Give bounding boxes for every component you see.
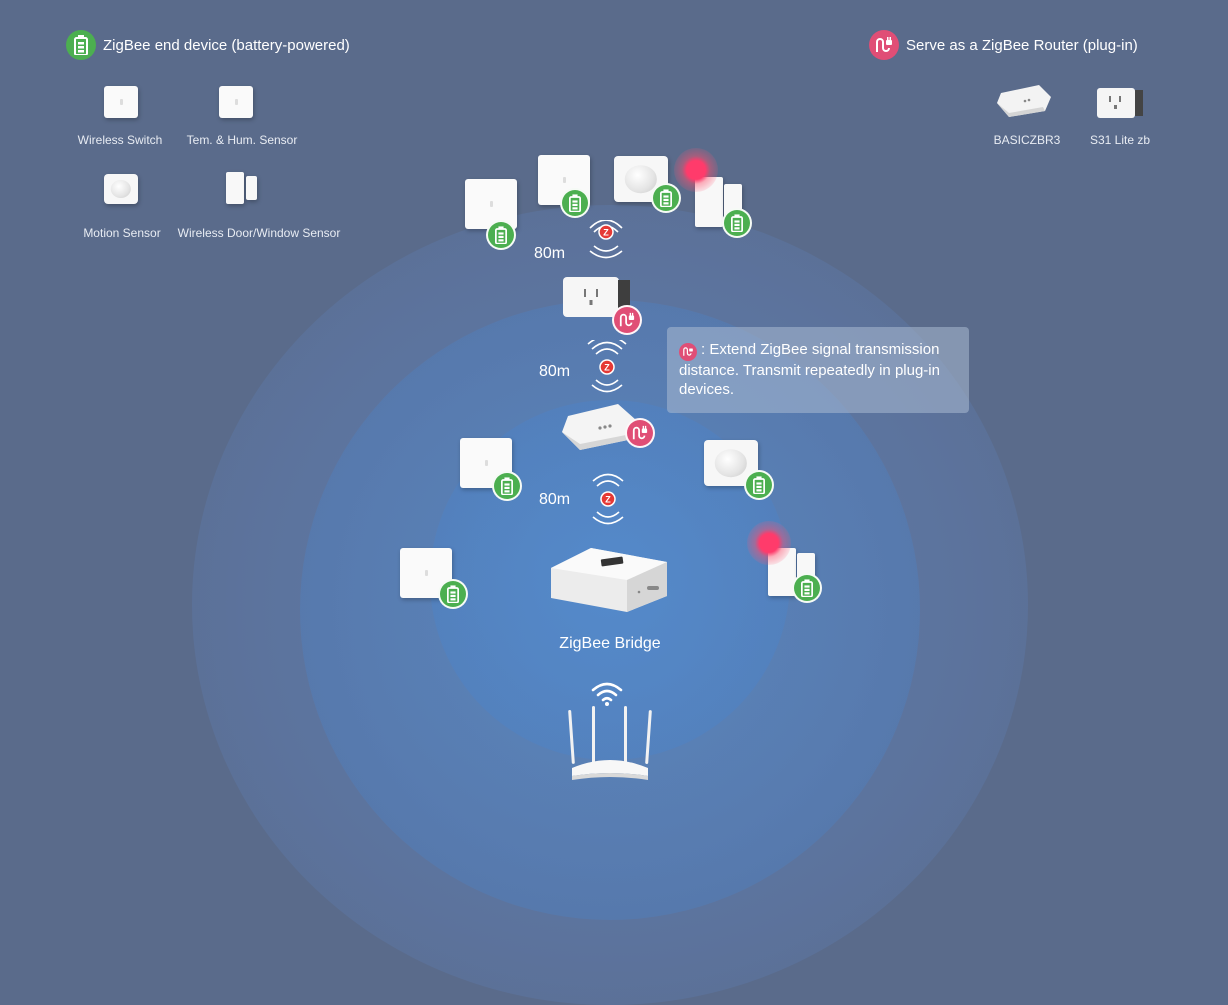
wireless-switch-image xyxy=(104,86,138,118)
router-info-box: : Extend ZigBee signal transmission dist… xyxy=(667,327,969,413)
battery-badge xyxy=(486,220,516,250)
battery-badge xyxy=(792,573,822,603)
zigbee-signal-icon: Z xyxy=(587,340,627,393)
s31-lite-zb-caption: S31 Lite zb xyxy=(1089,133,1151,147)
plug-badge xyxy=(625,418,655,448)
distance-label-3: 80m xyxy=(539,491,571,508)
battery-badge xyxy=(744,470,774,500)
temp-humidity-sensor-caption: Tem. & Hum. Sensor xyxy=(186,133,298,147)
alert-pulse xyxy=(674,148,718,192)
door-sensor-image-main xyxy=(226,172,244,204)
svg-text:Z: Z xyxy=(603,228,609,238)
legend-router: Serve as a ZigBee Router (plug-in) xyxy=(869,30,1138,60)
plug-icon xyxy=(679,342,697,361)
zigbee-bridge xyxy=(549,546,669,614)
svg-text:Z: Z xyxy=(604,363,610,373)
basic-switch xyxy=(560,402,638,452)
zigbee-signal-icon: Z xyxy=(589,220,623,259)
distance-label-2: 80m xyxy=(539,363,571,380)
battery-badge xyxy=(492,471,522,501)
wifi-icon xyxy=(591,682,623,706)
wifi-router xyxy=(568,706,652,780)
battery-badge xyxy=(651,183,681,213)
door-sensor-caption: Wireless Door/Window Sensor xyxy=(177,226,341,240)
wireless-switch-caption: Wireless Switch xyxy=(77,133,163,147)
distance-label-1: 80m xyxy=(534,245,566,262)
battery-badge xyxy=(438,579,468,609)
temp-humidity-sensor-image xyxy=(219,86,253,118)
router-info-text: : Extend ZigBee signal transmission dist… xyxy=(679,341,940,398)
bridge-label: ZigBee Bridge xyxy=(559,635,661,652)
basiczbr3-image xyxy=(995,83,1053,119)
motion-sensor-caption: Motion Sensor xyxy=(83,226,161,240)
battery-badge xyxy=(722,208,752,238)
battery-badge xyxy=(560,188,590,218)
wireless-switch xyxy=(465,179,517,229)
plug-badge xyxy=(612,305,642,335)
door-sensor-image-magnet xyxy=(246,176,257,200)
motion-sensor-image xyxy=(104,174,138,204)
svg-text:Z: Z xyxy=(605,495,611,505)
alert-pulse xyxy=(747,521,791,565)
zigbee-signal-icon: Z xyxy=(592,473,624,525)
s31-lite-zb-image xyxy=(1095,86,1145,120)
battery-icon xyxy=(66,30,96,60)
legend-end-device-title: ZigBee end device (battery-powered) xyxy=(103,36,350,54)
basiczbr3-caption: BASICZBR3 xyxy=(993,133,1061,147)
legend-end-device: ZigBee end device (battery-powered) xyxy=(66,30,350,60)
legend-router-title: Serve as a ZigBee Router (plug-in) xyxy=(906,36,1138,54)
plug-icon xyxy=(869,30,899,60)
